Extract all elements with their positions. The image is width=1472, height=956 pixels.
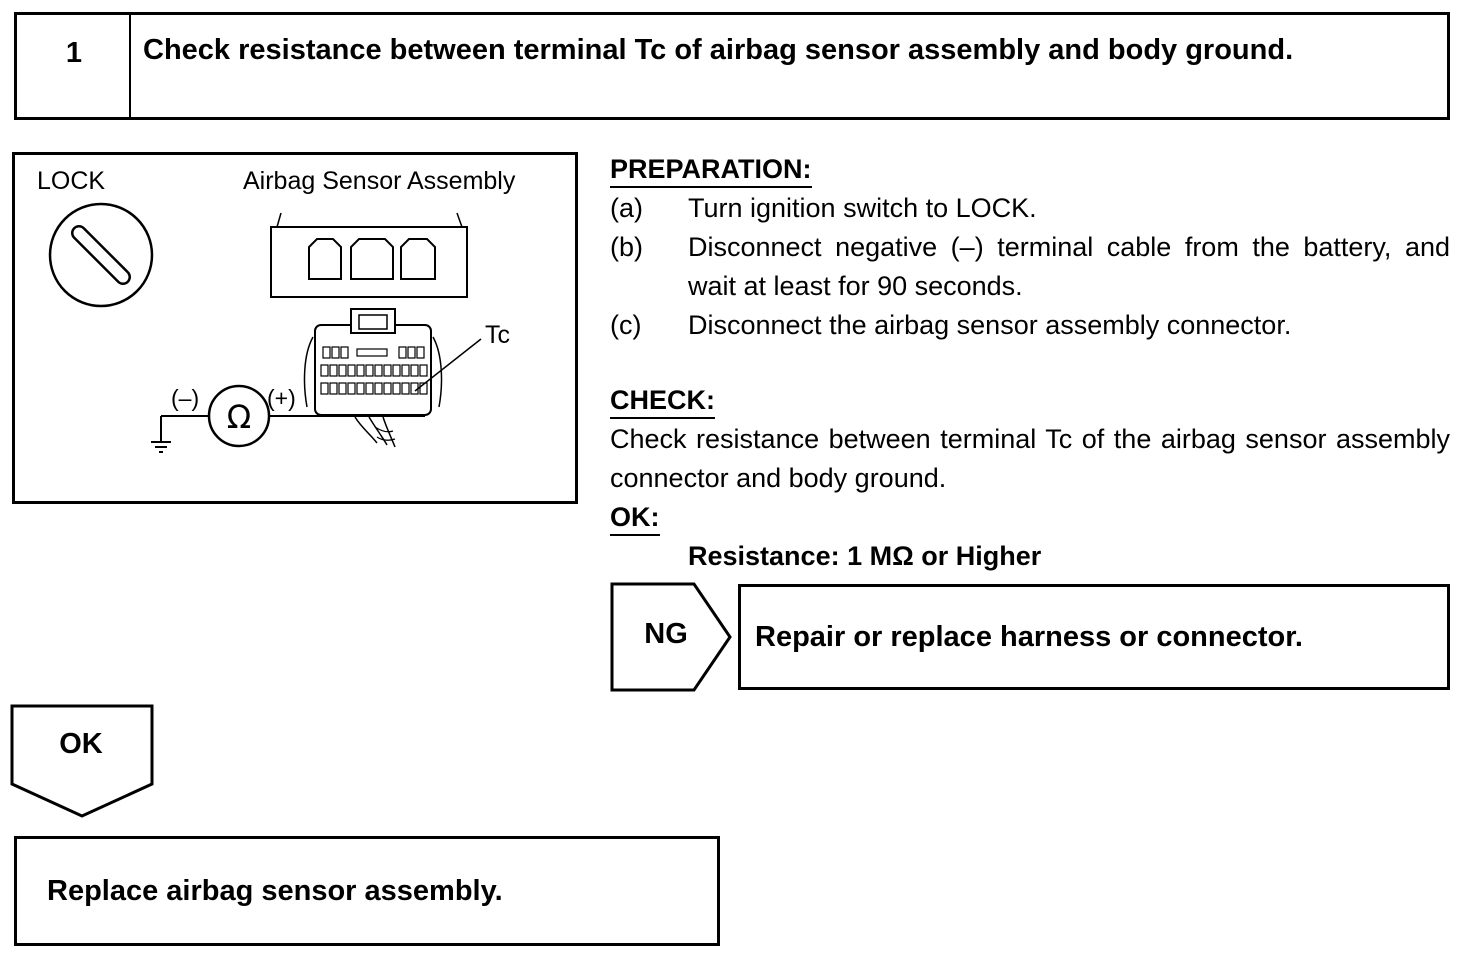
ng-action-text: Repair or replace harness or connector. <box>755 621 1303 653</box>
airbag-connector-icon <box>303 308 443 448</box>
prep-step-text: Disconnect negative (–) terminal cable f… <box>688 232 1450 301</box>
tc-leader-line <box>414 338 482 392</box>
ignition-key-icon <box>48 202 154 308</box>
ng-arrow-icon <box>610 582 732 692</box>
ok-spec-heading: OK: <box>610 502 660 536</box>
ground-icon <box>151 441 171 453</box>
ng-label: NG <box>644 618 688 650</box>
prep-step-a: (a) Turn ignition switch to LOCK. <box>610 189 1450 228</box>
prep-step-c: (c) Disconnect the airbag sensor assembl… <box>610 306 1450 345</box>
ok-action-text: Replace airbag sensor assembly. <box>47 875 503 907</box>
prep-step-text: Disconnect the airbag sensor assembly co… <box>688 310 1292 340</box>
ok-label: OK <box>59 728 103 760</box>
wiring-figure: LOCK Airbag Sensor Assembly Tc (–) (+) <box>12 152 578 504</box>
step-number-cell: 1 <box>17 15 131 117</box>
ng-action-box: Repair or replace harness or connector. <box>738 584 1450 690</box>
ok-spec-value: Resistance: 1 MΩ or Higher <box>688 541 1042 571</box>
prep-step-label: (c) <box>610 310 642 340</box>
ok-arrow-icon <box>10 704 154 818</box>
step-header: 1 Check resistance between terminal Tc o… <box>14 12 1450 120</box>
ok-action-box: Replace airbag sensor assembly. <box>14 836 720 946</box>
terminal-tc-label: Tc <box>485 321 510 349</box>
prep-step-label: (a) <box>610 193 643 223</box>
prep-step-b: (b) Disconnect negative (–) terminal cab… <box>610 228 1450 306</box>
check-heading: CHECK: <box>610 385 715 419</box>
plus-probe-label: (+) <box>267 385 296 411</box>
preparation-section: PREPARATION: (a) Turn ignition switch to… <box>610 150 1450 345</box>
ohm-symbol: Ω <box>227 398 251 436</box>
step-number: 1 <box>65 37 83 69</box>
assembly-label: Airbag Sensor Assembly <box>243 167 516 195</box>
lock-label: LOCK <box>37 167 106 195</box>
check-text: Check resistance between terminal Tc of … <box>610 424 1450 493</box>
prep-step-label: (b) <box>610 232 643 262</box>
airbag-sensor-assembly-icon <box>270 212 468 298</box>
minus-probe-label: (–) <box>171 385 200 411</box>
wiring-diagram-svg: Ω <box>48 202 482 453</box>
ohmmeter-icon: Ω <box>160 384 425 448</box>
check-section: CHECK: Check resistance between terminal… <box>610 381 1450 576</box>
instructions-column: PREPARATION: (a) Turn ignition switch to… <box>610 150 1450 576</box>
preparation-heading: PREPARATION: <box>610 154 812 188</box>
step-title: Check resistance between terminal Tc of … <box>143 34 1294 66</box>
prep-step-text: Turn ignition switch to LOCK. <box>688 193 1037 223</box>
